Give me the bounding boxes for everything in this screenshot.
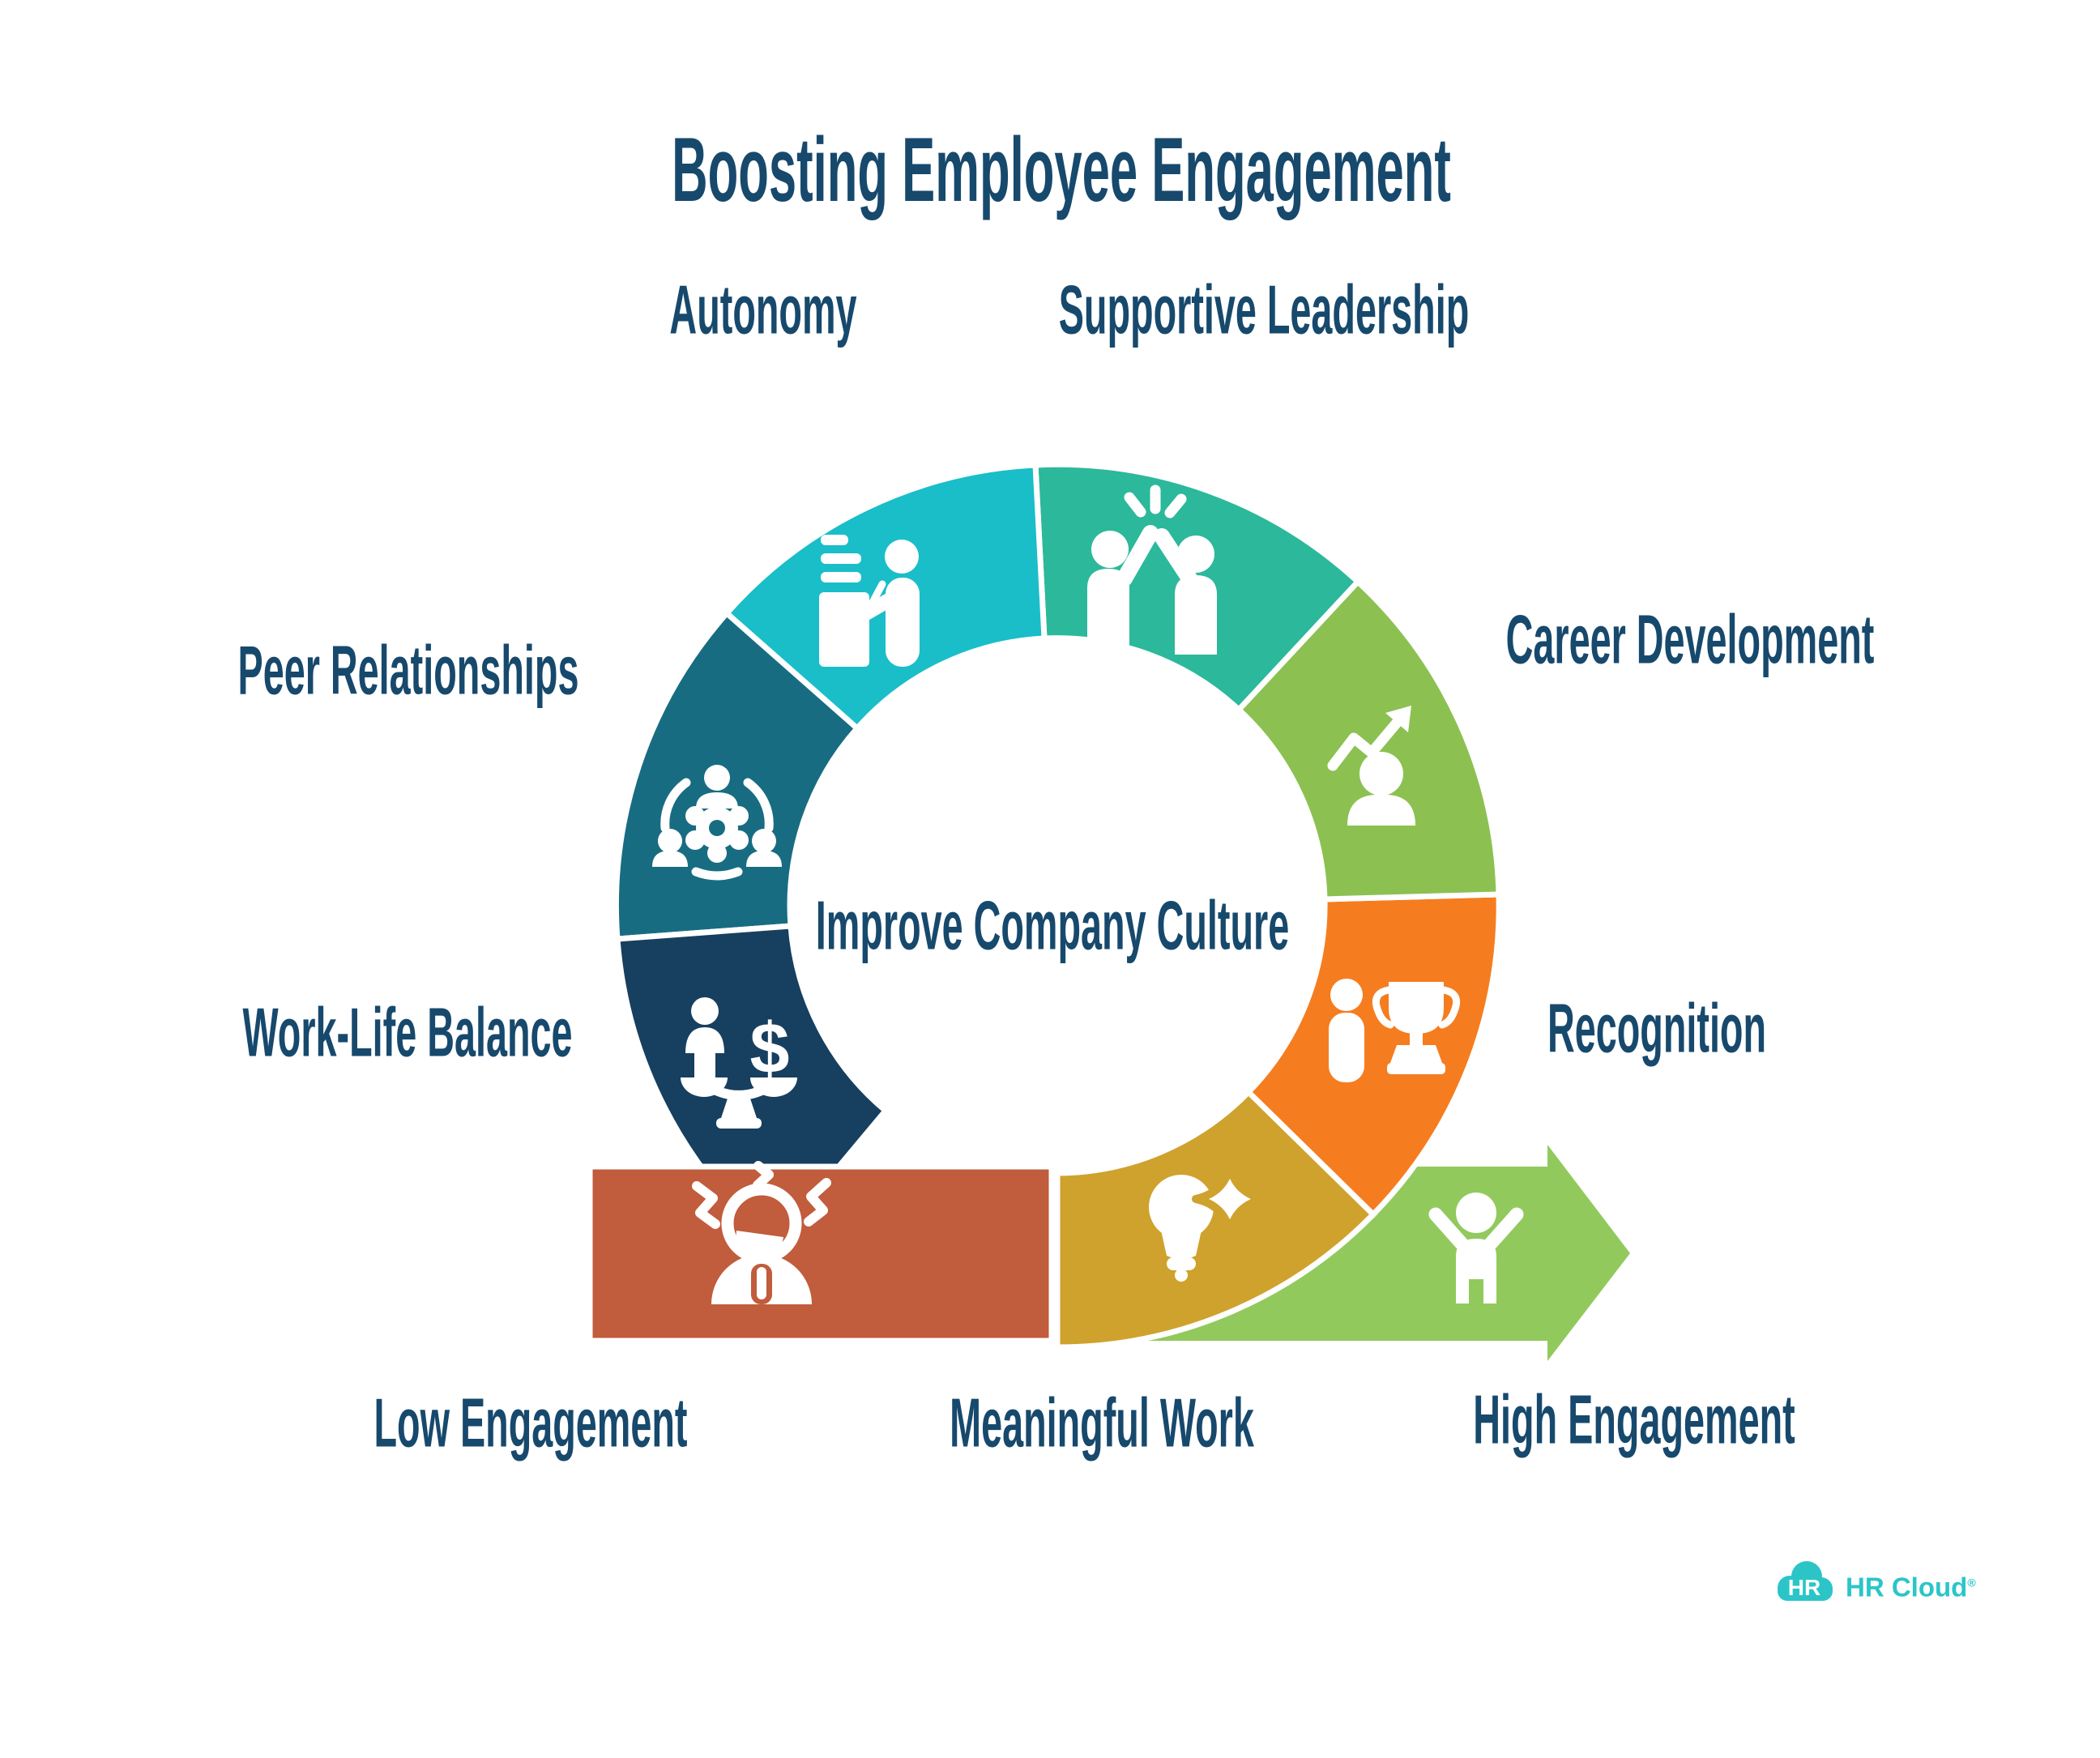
low-engagement-bar [587,1163,1055,1344]
hr-cloud-icon [1778,1561,1833,1601]
growth-arrow-person-icon [1327,706,1415,826]
ring-inner-circle [785,634,1330,1178]
label-career-development: Career Development [1505,601,1875,679]
label-supportive-leadership: Supportive Leadership [1058,271,1470,349]
person-trophy-icon [1329,979,1461,1082]
dollar-glyph: $ [750,1008,790,1088]
logo-wordmark: HR Cloud® [1846,1574,1976,1601]
person-at-desk-icon [819,535,920,667]
center-label: Improve Company Culture [815,887,1290,965]
logo-registered-mark: ® [1967,1576,1976,1589]
stressed-person-icon [692,1161,831,1304]
people-around-gear-icon [652,765,782,881]
sector-meaningful-work [1054,1088,1377,1351]
logo-name-text: HR Cloud [1846,1572,1968,1602]
high-five-icon [1087,484,1217,655]
label-low-engagement: Low Engagement [373,1385,688,1462]
cheering-person-icon [1428,1193,1524,1304]
page-title: Boosting Employee Engagement [672,119,1451,220]
label-work-life-balance: Work-Life Balance [242,994,573,1072]
person-dollar-balance-icon: $ [681,997,797,1129]
sector-career-development [1235,578,1502,902]
label-peer-relationships: Peer Relationships [237,632,579,710]
label-high-engagement: High Engagement [1473,1381,1795,1459]
gear-hole [709,820,725,836]
sector-recognition [1244,891,1502,1218]
sparkle-star [1192,1161,1268,1237]
logo-badge-text: HR [1787,1575,1821,1600]
label-meaningful-work: Meaningful Work [950,1385,1254,1462]
lightbulb-sparkle-icon [1149,1161,1268,1282]
label-recognition: Recognition [1547,990,1767,1068]
label-autonomy: Autonomy [669,271,857,349]
